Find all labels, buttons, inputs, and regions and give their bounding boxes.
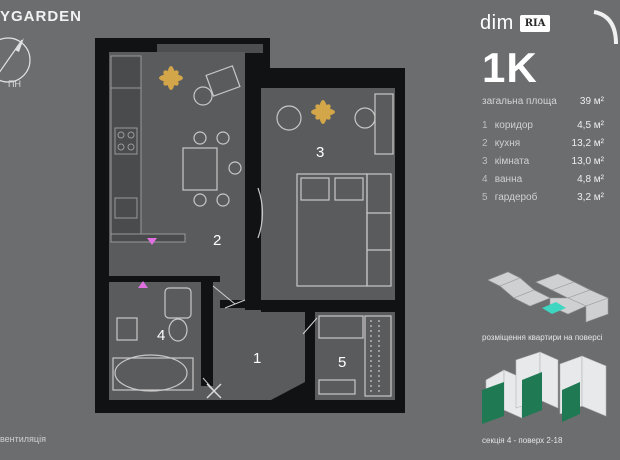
- compass-north-label: ПН: [8, 79, 21, 89]
- bathroom-fixtures: [112, 287, 194, 392]
- room-number: 5: [482, 192, 488, 203]
- bedroom-furniture: [257, 93, 394, 287]
- room-number-4: 4: [157, 327, 165, 344]
- brand-name: YGARDEN: [0, 8, 83, 25]
- total-area-value: 39 м²: [579, 96, 604, 107]
- marker-down-icon: [147, 238, 157, 245]
- compass-icon: [0, 37, 31, 83]
- internal-walls: [109, 78, 395, 400]
- bathroom-floor: [109, 282, 201, 400]
- room3-floor: [261, 88, 395, 300]
- list-item: 3 кімната 13,0 м²: [482, 156, 604, 174]
- room-name: гардероб: [494, 192, 538, 203]
- room-name: кімната: [494, 156, 530, 167]
- list-item: 5 гардероб 3,2 м²: [482, 192, 604, 210]
- room-number-3: 3: [316, 144, 324, 161]
- room-name: ванна: [494, 174, 523, 185]
- ventilation-legend: вентиляція: [0, 434, 46, 444]
- plant-icon: [159, 66, 183, 90]
- total-area-label: загальна площа: [482, 96, 557, 107]
- building-section-diagram: [482, 351, 607, 424]
- room-list: 1 коридор 4,5 м² 2 кухня 13,2 м² 3 кімна…: [482, 120, 604, 210]
- balcony: [157, 44, 263, 53]
- floor-position-diagram: [487, 271, 609, 323]
- room-area: 4,8 м²: [577, 174, 604, 185]
- floor-plan: 2 3 4 1 5: [95, 38, 405, 413]
- marker-up-icon: [138, 281, 148, 288]
- room-area: 4,5 м²: [577, 120, 604, 131]
- room-number: 1: [482, 120, 488, 131]
- dining-set: [182, 65, 242, 207]
- plant-icon: [311, 100, 335, 124]
- wardrobe: [318, 315, 392, 397]
- section-caption: секція 4 - поверх 2-18: [482, 436, 563, 445]
- logo-dim-text: dim: [480, 12, 514, 34]
- list-item: 2 кухня 13,2 м²: [482, 138, 604, 156]
- total-area-row: загальна площа 39 м²: [482, 96, 604, 107]
- room-area: 3,2 м²: [577, 192, 604, 203]
- corner-arc-icon: [593, 10, 618, 45]
- room-number-2: 2: [213, 232, 221, 249]
- room-number-1: 1: [253, 350, 261, 367]
- list-item: 4 ванна 4,8 м²: [482, 174, 604, 192]
- room-name: коридор: [494, 120, 533, 131]
- room-number: 4: [482, 174, 488, 185]
- room-name: кухня: [494, 138, 521, 149]
- section-highlight: [482, 372, 580, 424]
- list-item: 1 коридор 4,5 м²: [482, 120, 604, 138]
- ventilation-icon: [206, 383, 222, 399]
- room-number: 2: [482, 138, 488, 149]
- room-number: 3: [482, 156, 488, 167]
- room-area: 13,2 м²: [571, 138, 604, 149]
- floor-position-caption: розміщення квартири на поверсі: [482, 333, 603, 342]
- dim-ria-logo: dim RIA: [480, 12, 551, 35]
- logo-ria-text: RIA: [519, 15, 551, 32]
- room-number-5: 5: [338, 354, 346, 371]
- apartment-highlight: [542, 302, 566, 314]
- room-floors: [109, 52, 395, 400]
- apartment-type: 1K: [482, 44, 538, 91]
- room-area: 13,0 м²: [571, 156, 604, 167]
